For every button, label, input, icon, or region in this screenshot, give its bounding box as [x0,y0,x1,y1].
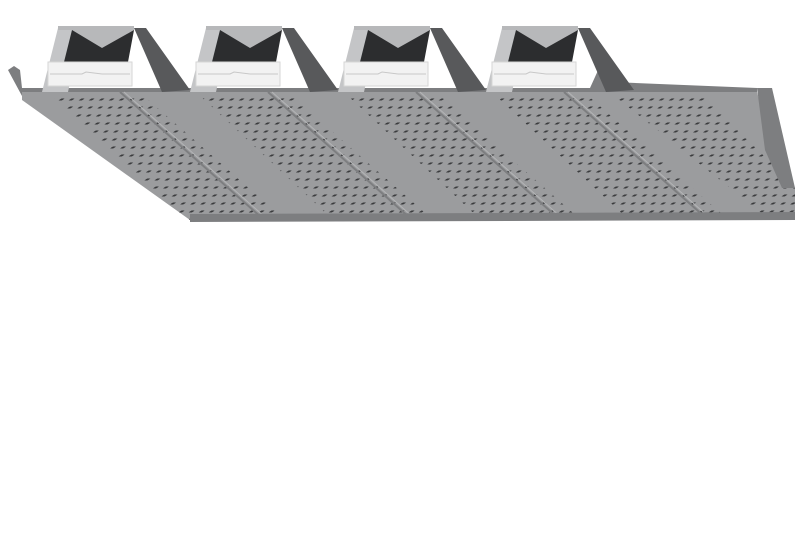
fold-line-1 [119,91,263,219]
fold-highlight-4 [567,91,711,219]
rib-right-face [134,28,190,92]
strip-fold-lines [119,91,711,219]
rib-2 [190,26,338,92]
rib-insulation-seam [494,71,574,75]
rib-right-face [578,28,634,92]
rib-inner-wedge [72,30,134,48]
rib-insulation-seam [50,71,130,75]
rib-4 [486,26,634,92]
perforated-strip-end [612,94,795,220]
rib-top-cap [354,26,430,30]
fold-highlight-3 [419,91,563,219]
perforated-strip-4 [494,94,729,220]
perforated-strip-1 [50,94,285,220]
rib-1 [42,26,190,92]
rib-top-cap [502,26,578,30]
rib-right-face [430,28,486,92]
fold-line-3 [415,91,559,219]
perforated-strip-group [50,94,795,220]
fold-line-2 [267,91,411,219]
rib-insulation-seam [198,71,278,75]
perforated-strip-2 [198,94,433,220]
rib-inner-wedge [516,30,578,48]
rib-top-cap [58,26,134,30]
rib-right-face [282,28,338,92]
fold-highlight-2 [271,91,415,219]
rib-group [42,26,634,92]
perforated-strip-3 [346,94,581,220]
rib-insulation-seam [346,71,426,75]
rib-inner-wedge [220,30,282,48]
fold-line-4 [563,91,707,219]
rib-inner-wedge [368,30,430,48]
rib-3 [338,26,486,92]
rib-top-cap [206,26,282,30]
fold-highlight-1 [123,91,267,219]
perforated-panel-face [22,88,795,222]
